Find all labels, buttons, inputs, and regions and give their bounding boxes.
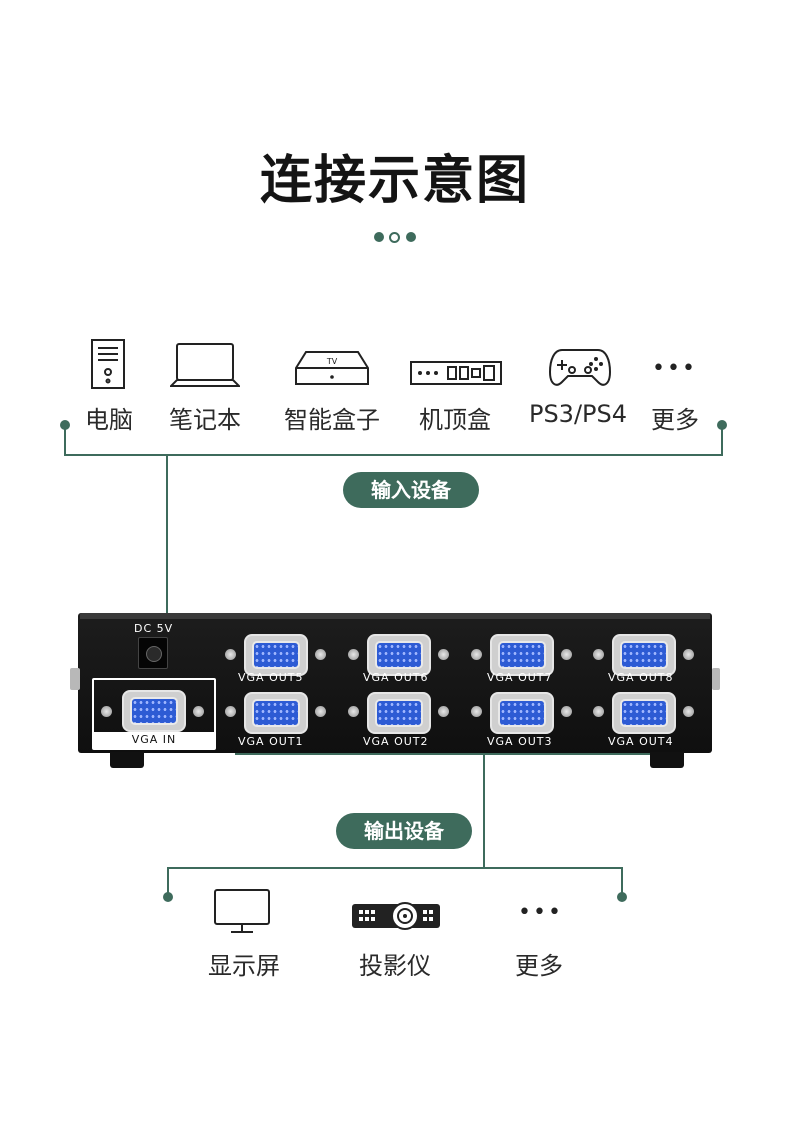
vga-out5-port — [244, 634, 308, 676]
vga-out7-port — [490, 634, 554, 676]
vga-out2-label: VGA OUT2 — [363, 735, 429, 748]
output-devices-pill: 输出设备 — [336, 813, 472, 849]
device-label-smart-box: 智能盒子 — [284, 406, 380, 434]
vga-out8-port — [612, 634, 676, 676]
dc-label: DC 5V — [134, 622, 174, 635]
side-screw — [70, 668, 80, 690]
dc-jack — [138, 637, 168, 669]
tv-text: TV — [326, 357, 338, 366]
screw — [683, 649, 694, 660]
screw — [315, 706, 326, 717]
screw — [471, 706, 482, 717]
device-label-monitor: 显示屏 — [208, 952, 280, 980]
device-label-laptop: 笔记本 — [169, 406, 241, 434]
screw — [561, 706, 572, 717]
screw — [683, 706, 694, 717]
screw — [348, 706, 359, 717]
vga-out1-label: VGA OUT1 — [238, 735, 304, 748]
screw — [225, 706, 236, 717]
input-devices-pill: 输入设备 — [343, 472, 479, 508]
vga-out6-label: VGA OUT6 — [363, 671, 429, 684]
vga-out5-label: VGA OUT5 — [238, 671, 304, 684]
vga-out3-label: VGA OUT3 — [487, 735, 553, 748]
pc-tower-icon — [90, 338, 128, 394]
vga-out3-port — [490, 692, 554, 734]
screw — [593, 706, 604, 717]
side-screw — [712, 668, 720, 690]
screw — [348, 649, 359, 660]
device-top-edge — [80, 613, 710, 619]
dot-hollow — [389, 231, 400, 243]
dot — [406, 232, 416, 242]
gamepad-icon — [548, 344, 612, 394]
title-dots-decoration — [372, 231, 420, 245]
set-top-box-icon — [410, 360, 502, 390]
vga-in-port — [122, 690, 186, 732]
screw — [225, 649, 236, 660]
page-title: 连接示意图 — [259, 151, 530, 211]
device-label-projector: 投影仪 — [359, 952, 431, 980]
device-label-more: 更多 — [515, 952, 563, 980]
screw — [101, 706, 112, 717]
device-foot — [650, 752, 684, 768]
vga-in-strip — [94, 732, 214, 748]
device-label-ps: PS3/PS4 — [528, 400, 628, 428]
vga-out8-label: VGA OUT8 — [608, 671, 674, 684]
screw — [593, 649, 604, 660]
device-foot — [110, 752, 144, 768]
smart-tv-box-icon: TV — [294, 350, 370, 392]
device-label-pc: 电脑 — [85, 406, 133, 434]
projector-icon — [351, 900, 441, 936]
vga-out1-port — [244, 692, 308, 734]
vga-out7-label: VGA OUT7 — [487, 671, 553, 684]
laptop-icon — [168, 342, 242, 392]
vga-out6-port — [367, 634, 431, 676]
device-label-more: 更多 — [651, 406, 699, 434]
vga-out4-label: VGA OUT4 — [608, 735, 674, 748]
more-dots-icon: ••• — [652, 356, 697, 381]
screw — [471, 649, 482, 660]
vga-in-label: VGA IN — [131, 733, 177, 746]
vga-in-frame — [92, 678, 216, 750]
screw — [315, 649, 326, 660]
vga-out4-port — [612, 692, 676, 734]
dot — [374, 232, 384, 242]
device-label-set-top-box: 机顶盒 — [419, 406, 491, 434]
screw — [561, 649, 572, 660]
monitor-icon — [213, 888, 271, 938]
more-dots-icon: ••• — [518, 900, 563, 925]
screw — [438, 706, 449, 717]
screw — [438, 649, 449, 660]
screw — [193, 706, 204, 717]
vga-out2-port — [367, 692, 431, 734]
